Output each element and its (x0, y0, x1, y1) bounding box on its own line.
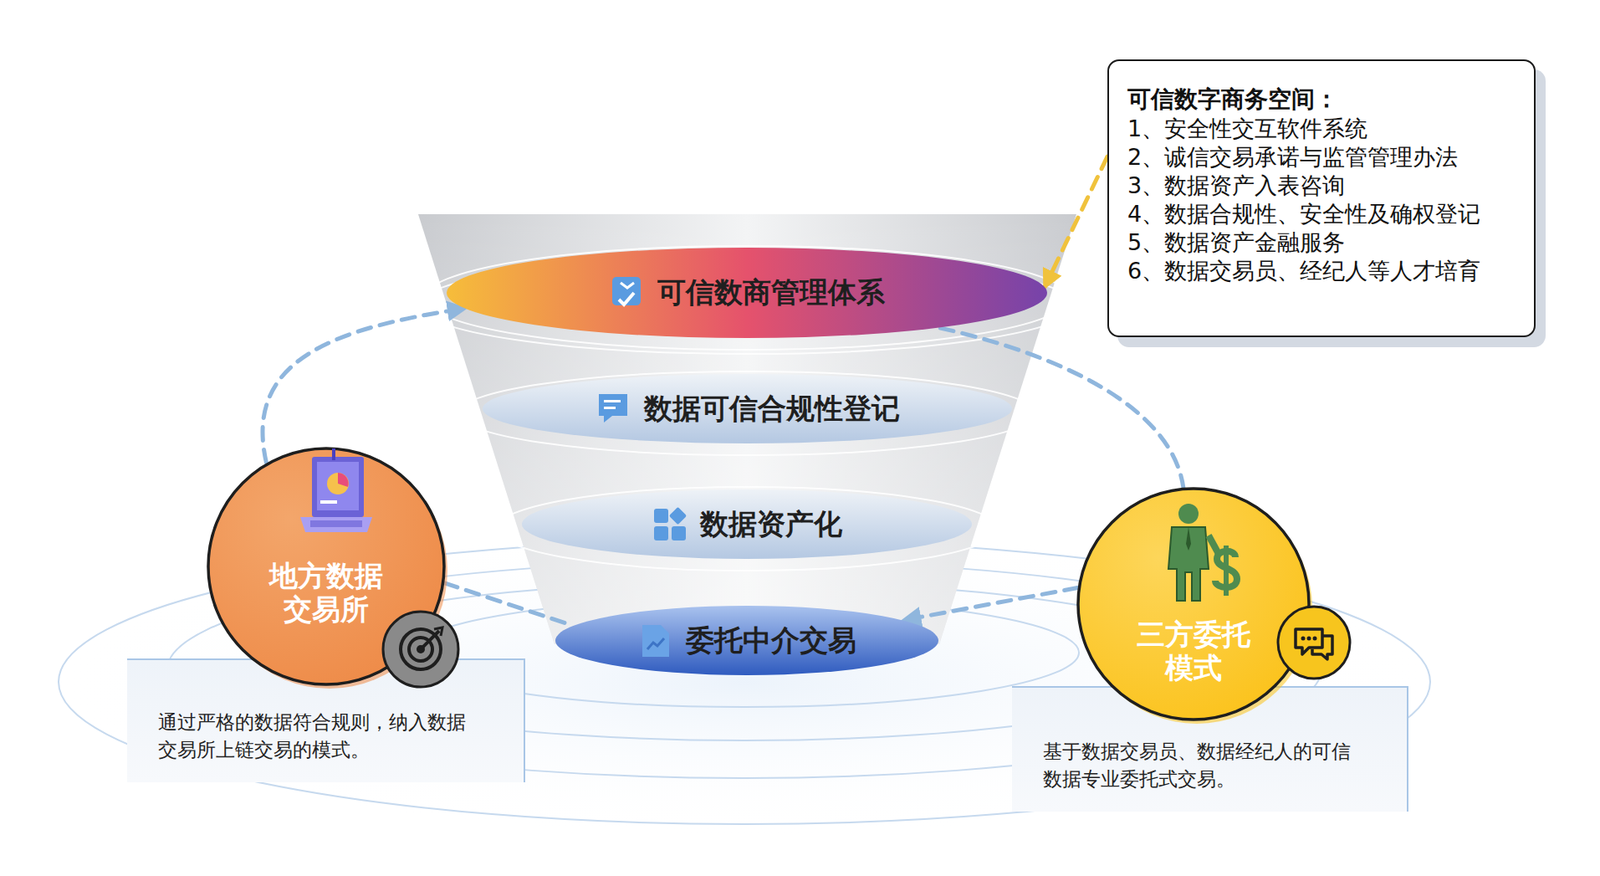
callout-title: 可信数字商务空间： (1127, 84, 1518, 115)
band-label: 数据资产化 (700, 505, 843, 544)
funnel-shade (418, 214, 1077, 645)
chat-icon (595, 390, 633, 428)
note-text: 通过严格的数据符合规则，纳入数据交易所上链交易的模式。 (158, 708, 472, 764)
band-row: 数据可信合规性登记 (481, 373, 1013, 445)
management-band: 可信数商管理体系 (445, 246, 1048, 339)
band-rings (419, 245, 1075, 571)
asset-band: 数据资产化 (521, 488, 973, 560)
circle-label: 地方数据 交易所 (263, 558, 389, 626)
band-row: 数据资产化 (521, 488, 973, 560)
registration-band: 数据可信合规性登记 (481, 373, 1013, 445)
file-icon (637, 622, 675, 660)
entrust-circle: 三方委托 模式 (1076, 486, 1311, 721)
chat-badge (1275, 603, 1353, 681)
callout-item: 3、数据资产入表咨询 (1127, 171, 1518, 200)
grid-icon (651, 506, 689, 543)
callout-item: 1、安全性交互软件系统 (1127, 114, 1518, 144)
band-label: 委托中介交易 (685, 621, 857, 660)
circle-label: 三方委托 模式 (1130, 617, 1257, 685)
band-label: 可信数商管理体系 (657, 273, 885, 312)
band-label: 数据可信合规性登记 (644, 389, 900, 429)
list-icon (608, 274, 646, 312)
dashed-connector (444, 582, 573, 626)
dashed-connector (262, 308, 465, 463)
target-badge (380, 608, 461, 690)
note-text: 基于数据交易员、数据经纪人的可信数据专业委托式交易。 (1042, 737, 1357, 793)
dashed-connector (904, 587, 1078, 621)
laptop-illustration (298, 448, 374, 547)
callout-box: 可信数字商务空间：1、安全性交互软件系统2、诚信交易承诺与监管管理办法3、数据资… (1107, 59, 1536, 338)
funnel (418, 214, 1077, 645)
band-row: 可信数商管理体系 (445, 246, 1048, 339)
trade-band: 委托中介交易 (554, 604, 940, 676)
callout-item: 6、数据交易员、经纪人等人才培育 (1127, 256, 1518, 286)
callout-item: 2、诚信交易承诺与监管管理办法 (1127, 143, 1518, 172)
callout-item: 5、数据资产金融服务 (1127, 228, 1518, 257)
dashed-connector (1045, 156, 1109, 287)
exchange-circle: 地方数据 交易所 (206, 446, 446, 686)
callout-item: 4、数据合规性、安全性及确权登记 (1127, 199, 1518, 229)
band-row: 委托中介交易 (554, 604, 940, 676)
businessman-illustration (1163, 501, 1244, 604)
